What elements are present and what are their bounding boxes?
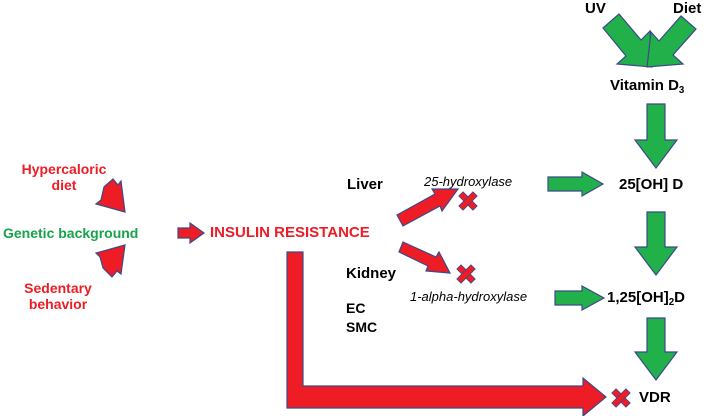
arrow-diet-to-vitamin-d3 [646, 15, 697, 68]
arrow-25-hydroxylase-to-25oh-d [547, 170, 605, 198]
label-sedentary-behavior: Sedentary behavior [18, 280, 98, 312]
label-1-25oh2d: 1,25[OH]2D [607, 289, 685, 308]
hypercaloric-line2: diet [51, 177, 77, 194]
cross-icon [458, 191, 478, 211]
arrow-25oh-d-to-1-25oh2d [633, 211, 679, 276]
label-ec: EC [346, 300, 366, 316]
label-vdr: VDR [639, 389, 671, 406]
vitamin-d3-subscript: 3 [678, 84, 685, 96]
label-vitamin-d3: Vitamin D3 [610, 77, 685, 96]
dihydroxy-suffix: D [674, 289, 685, 306]
cross-icon [456, 264, 476, 284]
label-hypercaloric-diet: Hypercaloric diet [12, 161, 116, 193]
sedentary-line1: Sedentary [24, 280, 92, 296]
arrow-1-25oh2d-to-vdr [633, 317, 679, 381]
dihydroxy-prefix: 1,25[OH] [607, 289, 669, 306]
label-insulin-resistance: INSULIN RESISTANCE [210, 224, 370, 241]
label-liver: Liver [347, 176, 383, 193]
vitamin-d3-main: Vitamin D [610, 77, 679, 94]
dihydroxy-subscript: 2 [668, 296, 675, 308]
hypercaloric-line1: Hypercaloric [21, 161, 107, 177]
label-25-hydroxylase: 25-hydroxylase [424, 174, 513, 189]
arrow-1alpha-hydroxylase-to-1-25oh2d [554, 284, 606, 312]
arrow-hypercaloric-diet [94, 178, 126, 213]
arrow-insulin-resistance-to-vdr [286, 251, 607, 416]
label-25oh-d: 25[OH] D [619, 176, 684, 193]
arrow-insulin-resistance-to-kidney [398, 241, 452, 274]
sedentary-line2: behavior [28, 296, 88, 313]
label-kidney: Kidney [346, 265, 397, 282]
label-diet: Diet [673, 0, 702, 17]
arrow-genetic-to-insulin-resistance [177, 221, 206, 245]
label-1alpha-hydroxylase: 1-alpha-hydroxylase [410, 289, 528, 304]
arrow-insulin-resistance-to-liver [396, 188, 460, 227]
label-genetic-background: Genetic background [3, 225, 139, 241]
label-uv: UV [585, 0, 606, 17]
label-smc: SMC [346, 319, 378, 335]
arrow-uv-to-vitamin-d3 [602, 13, 653, 68]
cross-icon [611, 388, 631, 408]
arrow-vitamin-d3-to-25oh-d [633, 103, 679, 169]
arrow-sedentary-behavior [94, 244, 126, 278]
